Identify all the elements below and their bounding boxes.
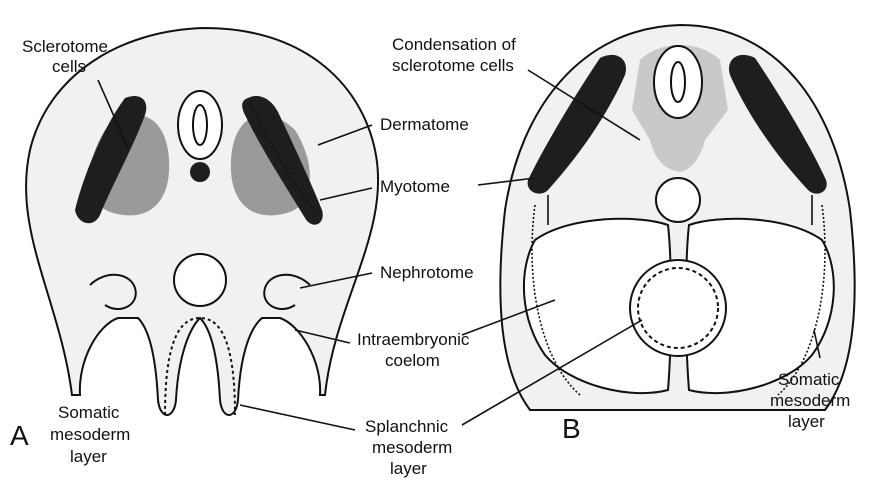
aorta-b	[656, 178, 700, 222]
gut-tube-a	[174, 254, 226, 306]
label-nephrotome: Nephrotome	[380, 263, 474, 282]
label-somatic-a-1: Somatic	[58, 403, 120, 422]
label-dermatome: Dermatome	[380, 115, 469, 134]
label-sclerotome-cells-1: Sclerotome	[22, 37, 108, 56]
label-somatic-b-2: mesoderm	[770, 391, 850, 410]
label-splanchnic-3: layer	[390, 459, 427, 478]
label-somatic-b-3: layer	[788, 412, 825, 431]
embryo-body-a	[26, 28, 378, 415]
panel-a	[26, 28, 378, 415]
label-condensation-1: Condensation of	[392, 35, 516, 54]
label-myotome: Myotome	[380, 177, 450, 196]
label-somatic-a-2: mesoderm	[50, 425, 130, 444]
neural-canal-a	[193, 105, 207, 145]
label-somatic-a-3: layer	[70, 447, 107, 466]
label-splanchnic-2: mesoderm	[372, 438, 452, 457]
label-intraembryonic-coelom-2: coelom	[385, 351, 440, 370]
label-condensation-2: sclerotome cells	[392, 56, 514, 75]
label-sclerotome-cells-2: cells	[52, 57, 86, 76]
panel-letter-b: B	[562, 413, 581, 444]
label-splanchnic-1: Splanchnic	[365, 417, 449, 436]
label-somatic-b-1: Somatic	[778, 370, 840, 389]
notochord-a	[190, 162, 210, 182]
gut-lumen-b	[638, 268, 718, 348]
neural-canal-b	[671, 62, 685, 102]
panel-letter-a: A	[10, 420, 29, 451]
panel-b	[500, 25, 854, 410]
label-intraembryonic-coelom-1: Intraembryonic	[357, 330, 470, 349]
